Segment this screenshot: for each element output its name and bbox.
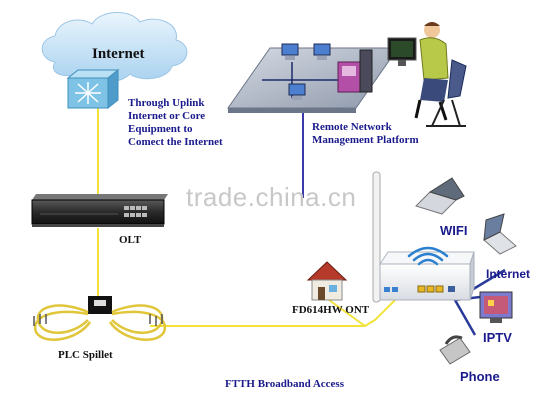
ont-label: FD614HW ONT (292, 304, 370, 316)
internet-client-label: Internet (486, 267, 531, 281)
nms-text: Remote Network Management Platform (312, 121, 419, 147)
iptv-label: IPTV (483, 330, 512, 345)
olt-label: OLT (119, 234, 142, 246)
internet-label: Internet (92, 46, 145, 62)
footer-caption: FTTH Broadband Access (225, 378, 344, 390)
fiber-links (97, 106, 396, 327)
pc-icon (288, 83, 306, 100)
watermark: trade.china.cn (186, 182, 357, 212)
uplink-line: Through Uplink (128, 97, 205, 109)
pc-icon (281, 43, 299, 60)
uplink-line: Internet or Core (128, 110, 206, 122)
plc-splitter (33, 296, 167, 341)
operator-icon (387, 22, 467, 127)
iptv-tv-icon (479, 291, 513, 323)
nms-line: Management Platform (312, 134, 419, 146)
server-icon (337, 49, 373, 93)
splitter-label: PLC Spillet (58, 349, 113, 361)
uplink-text: Through Uplink Internet or Core Equipmen… (128, 97, 223, 149)
nms-line: Remote Network (312, 121, 392, 133)
wifi-laptop-icon (415, 177, 465, 215)
olt-device (31, 194, 168, 227)
phone-label: Phone (460, 369, 500, 384)
uplink-line: Equipment to (128, 123, 193, 135)
wifi-label: WIFI (440, 223, 468, 238)
internet-laptop-icon (483, 213, 517, 255)
core-router-icon (66, 68, 120, 110)
uplink-line: Comect the Internet (128, 136, 223, 148)
pc-icon (313, 43, 331, 60)
house-icon (306, 261, 348, 301)
phone-icon (439, 335, 471, 365)
ont-router (372, 171, 475, 303)
nms-platform (227, 22, 467, 127)
wifi-signal-icon (407, 246, 449, 266)
